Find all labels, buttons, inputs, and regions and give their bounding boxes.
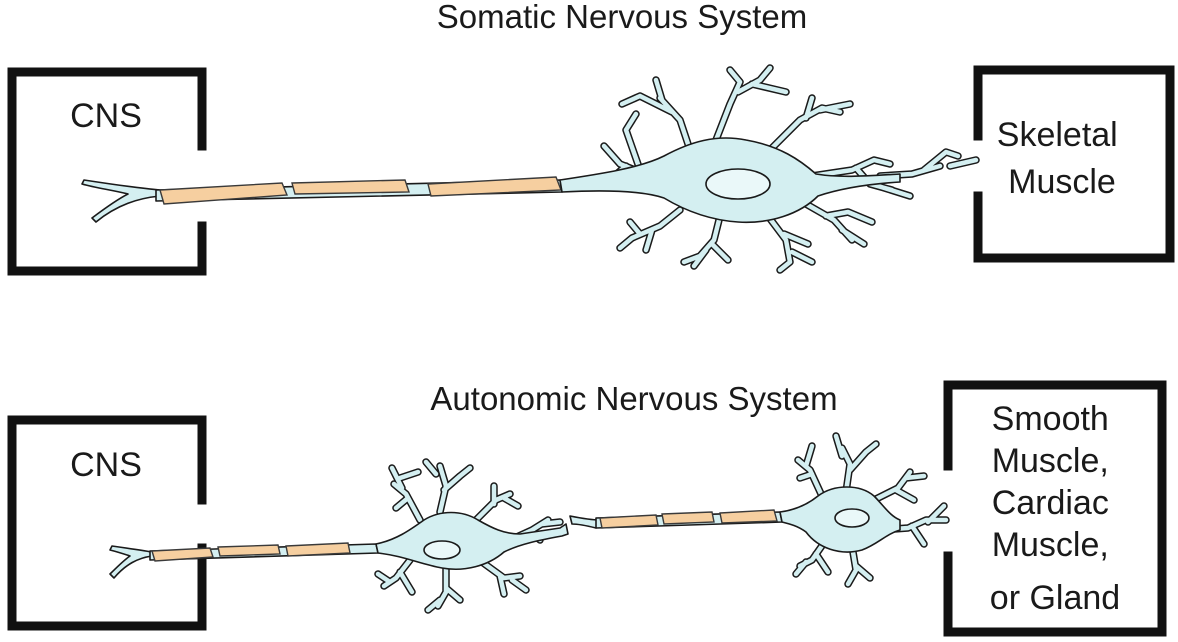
myelin-sheath bbox=[159, 182, 289, 205]
myelin-sheath bbox=[285, 542, 351, 557]
myelin-sheath bbox=[599, 514, 659, 529]
effector-label-line: or Gland bbox=[990, 579, 1120, 617]
myelin-sheath bbox=[217, 544, 281, 557]
dendrites bbox=[792, 432, 950, 588]
skeletal-muscle-label-line: Skeletal bbox=[997, 116, 1118, 154]
autonomic-cns-label: CNS bbox=[70, 446, 142, 484]
nucleus bbox=[705, 168, 771, 200]
dendrites bbox=[600, 64, 980, 274]
effector-label: Smooth Muscle, Cardiac Muscle, or Gland bbox=[990, 400, 1120, 617]
postganglionic-neuron bbox=[569, 432, 950, 588]
autonomic-title: Autonomic Nervous System bbox=[430, 380, 837, 417]
nucleus bbox=[423, 540, 461, 560]
somatic-cns-box: CNS bbox=[7, 67, 207, 276]
somatic-cns-label: CNS bbox=[70, 97, 142, 135]
axon-terminal bbox=[109, 545, 153, 579]
effector-label-line: Muscle, bbox=[992, 442, 1109, 480]
axon-terminal bbox=[569, 515, 601, 529]
effector-label-line: Cardiac bbox=[992, 484, 1109, 522]
somatic-motor-neuron bbox=[81, 64, 980, 274]
myelin-sheath bbox=[291, 179, 410, 195]
axon-terminal bbox=[81, 179, 161, 223]
somatic-skeletal-muscle-box: Skeletal Muscle bbox=[973, 65, 1175, 263]
autonomic-section: Autonomic Nervous System CNS Smooth Musc… bbox=[7, 380, 1167, 637]
autonomic-cns-box: CNS bbox=[7, 415, 207, 631]
effector-label-line: Smooth bbox=[992, 400, 1109, 438]
effector-label-line: Muscle, bbox=[992, 526, 1109, 564]
nucleus bbox=[834, 508, 870, 528]
somatic-section: Somatic Nervous System CNS Skeletal Musc… bbox=[7, 0, 1175, 276]
myelin-sheaths bbox=[159, 176, 563, 205]
myelin-sheath bbox=[151, 547, 214, 562]
myelin-sheath bbox=[719, 509, 778, 524]
skeletal-muscle-label-line: Muscle bbox=[1008, 163, 1116, 201]
preganglionic-neuron bbox=[109, 458, 569, 614]
myelin-sheath bbox=[661, 511, 715, 525]
skeletal-muscle-label: Skeletal Muscle bbox=[997, 116, 1127, 201]
autonomic-effector-box: Smooth Muscle, Cardiac Muscle, or Gland bbox=[943, 380, 1167, 637]
myelin-sheaths bbox=[151, 542, 351, 562]
myelin-sheaths bbox=[599, 509, 778, 529]
cell-body bbox=[375, 511, 569, 571]
somatic-title: Somatic Nervous System bbox=[437, 0, 807, 35]
